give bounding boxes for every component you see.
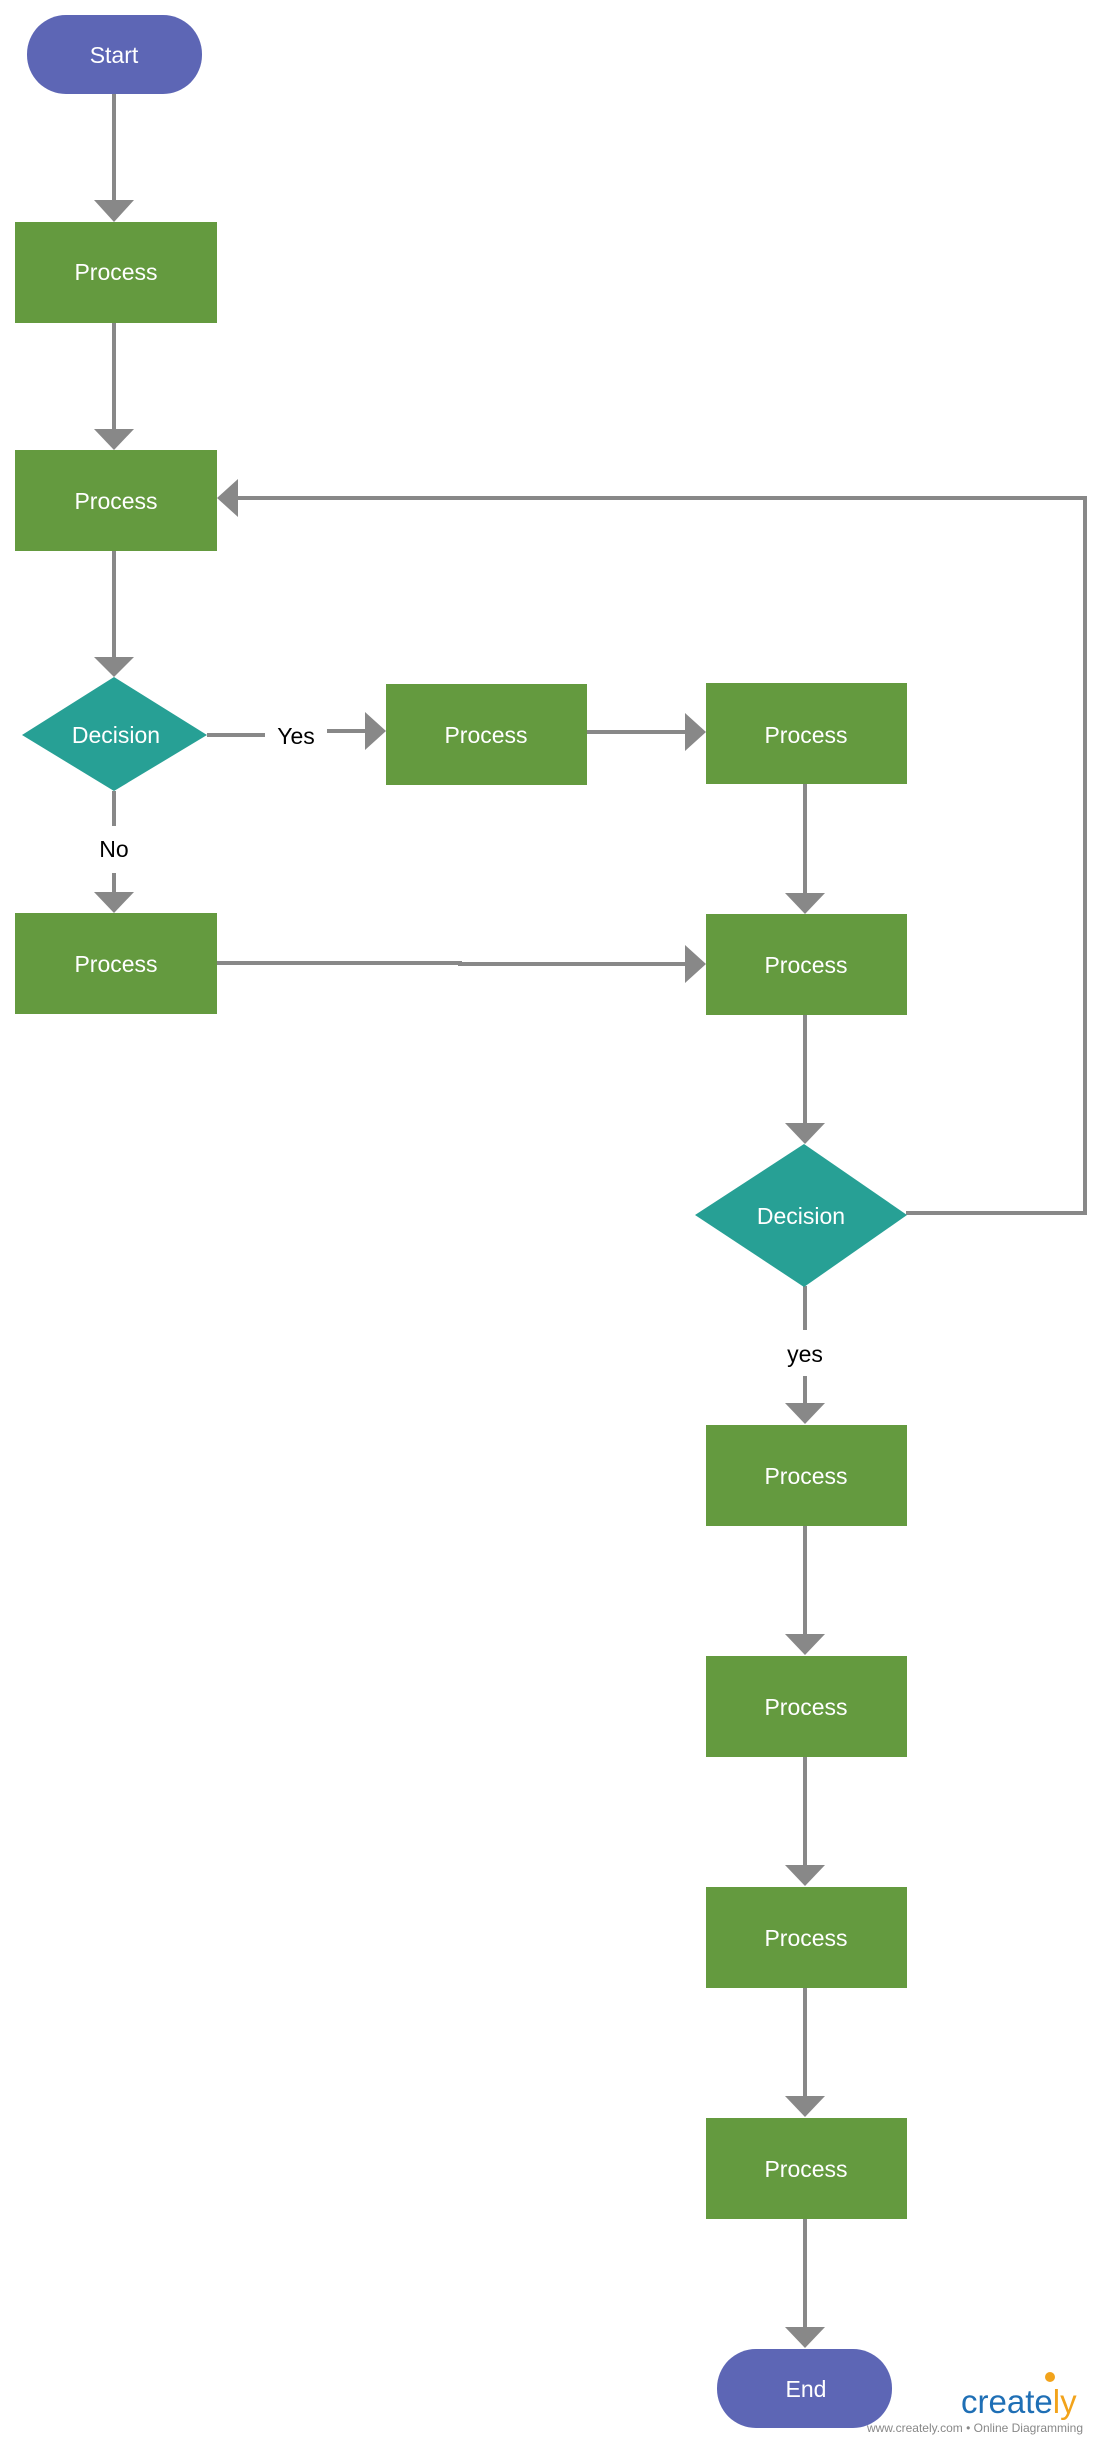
decision-shape: [22, 677, 207, 791]
arrowhead-icon: [685, 713, 706, 751]
node-process-8[interactable]: Process: [706, 1656, 907, 1757]
arrowhead-icon: [94, 657, 134, 677]
node-label: Process: [74, 951, 157, 977]
process-shape: [706, 2118, 907, 2219]
arrowhead-icon: [785, 1123, 825, 1144]
node-process-1[interactable]: Process: [15, 222, 217, 323]
node-label: Decision: [757, 1203, 845, 1229]
node-end[interactable]: End: [717, 2349, 892, 2428]
node-process-10[interactable]: Process: [706, 2118, 907, 2219]
lightbulb-icon: [1045, 2372, 1055, 2382]
edge-label-d2-yes: yes: [787, 1341, 823, 1367]
arrowhead-icon: [94, 429, 134, 450]
node-label: Process: [764, 2156, 847, 2182]
arrowhead-icon: [785, 1865, 825, 1886]
process-shape: [15, 913, 217, 1014]
node-process-6[interactable]: Process: [706, 914, 907, 1015]
node-label: Process: [74, 488, 157, 514]
process-shape: [15, 450, 217, 551]
node-process-3[interactable]: Process: [386, 684, 587, 785]
connectors: [94, 93, 1087, 2348]
node-process-2[interactable]: Process: [15, 450, 217, 551]
node-label: End: [786, 2376, 827, 2402]
process-shape: [706, 683, 907, 784]
creately-tagline: www.creately.com • Online Diagramming: [866, 2421, 1083, 2435]
process-shape: [706, 1887, 907, 1988]
node-process-9[interactable]: Process: [706, 1887, 907, 1988]
arrowhead-icon: [785, 893, 825, 914]
edge-label-d1-yes: Yes: [277, 723, 315, 749]
arrowhead-icon: [365, 712, 386, 750]
creately-watermark[interactable]: creately www.creately.com • Online Diagr…: [866, 2372, 1083, 2435]
node-start[interactable]: Start: [27, 15, 202, 94]
arrowhead-icon: [785, 1634, 825, 1655]
process-shape: [15, 222, 217, 323]
node-label: Process: [74, 259, 157, 285]
arrowhead-icon: [785, 1403, 825, 1424]
node-label: Process: [764, 1925, 847, 1951]
arrowhead-icon: [217, 479, 238, 517]
edge-p5-p6: [216, 961, 686, 966]
node-process-7[interactable]: Process: [706, 1425, 907, 1526]
decision-shape: [695, 1144, 907, 1287]
process-shape: [706, 914, 907, 1015]
node-process-4[interactable]: Process: [706, 683, 907, 784]
process-shape: [706, 1656, 907, 1757]
node-decision-2[interactable]: Decision: [695, 1144, 907, 1287]
edge-label-d1-no: No: [99, 836, 128, 862]
node-label: Process: [444, 722, 527, 748]
node-label: Process: [764, 1694, 847, 1720]
terminal-shape: [27, 15, 202, 94]
node-label: Start: [90, 42, 139, 68]
terminal-shape: [717, 2349, 892, 2428]
arrowhead-icon: [785, 2327, 825, 2348]
process-shape: [706, 1425, 907, 1526]
node-label: Process: [764, 722, 847, 748]
node-label: Process: [764, 1463, 847, 1489]
creately-logo: creately: [961, 2383, 1077, 2420]
arrowhead-icon: [94, 200, 134, 222]
arrowhead-icon: [685, 945, 706, 983]
node-decision-1[interactable]: Decision: [22, 677, 207, 791]
arrowhead-icon: [94, 892, 134, 913]
process-shape: [386, 684, 587, 785]
edge-d2-p2-loop: [237, 496, 1087, 1215]
node-process-5[interactable]: Process: [15, 913, 217, 1014]
node-label: Decision: [72, 722, 160, 748]
node-label: Process: [764, 952, 847, 978]
arrowhead-icon: [785, 2096, 825, 2117]
